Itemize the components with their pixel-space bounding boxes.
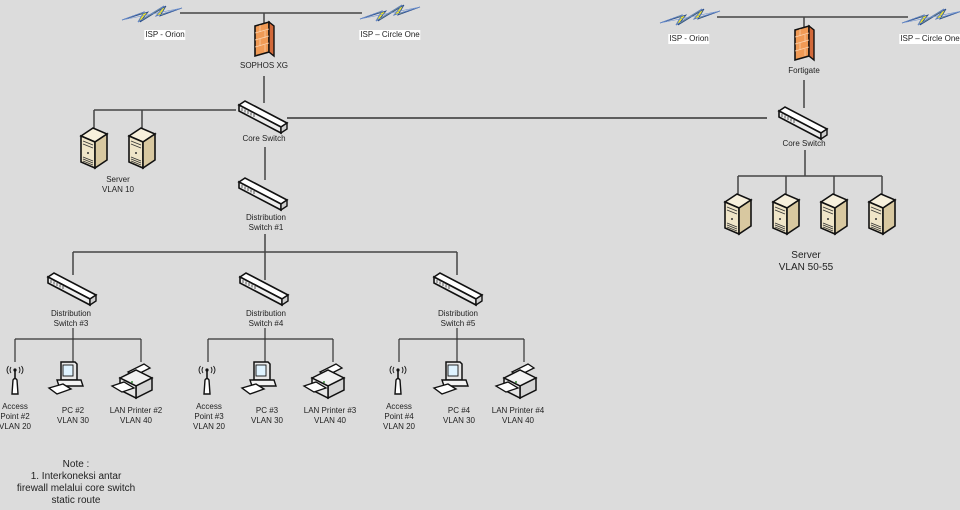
isp-orion-label: ISP - Orion (144, 30, 186, 40)
core-switch-icon[interactable] (238, 100, 288, 134)
distribution-switch-4-label: Distribution Switch #4 (245, 309, 287, 328)
diagram-note: Note : 1. Interkoneksi antar firewall me… (16, 459, 136, 506)
right-isp-circle-one-label: ISP – Circle One (899, 34, 960, 44)
fortigate-firewall-icon (794, 25, 815, 61)
isp-orion-link-icon (121, 5, 183, 23)
access-point-icon (198, 365, 216, 395)
access-point-label: Access Point #2 VLAN 20 (0, 402, 32, 431)
core-switch-label: Core Switch (242, 134, 286, 143)
left-site-links (72, 12, 458, 280)
server-icon (820, 193, 848, 235)
pc-icon (48, 361, 84, 395)
server-icon (724, 193, 752, 235)
isp-circle-one-label: ISP – Circle One (359, 30, 421, 40)
sophos-firewall-icon (254, 21, 275, 57)
access-point-label: Access Point #3 VLAN 20 (192, 402, 226, 431)
distribution-switch-5-icon[interactable] (433, 272, 483, 306)
isp-circle-one-link-icon (359, 4, 421, 22)
printer-icon (111, 363, 153, 399)
distribution-switch-5-label: Distribution Switch #5 (437, 309, 479, 328)
pc-icon (433, 361, 469, 395)
pc-label: PC #2 VLAN 30 (56, 406, 90, 425)
right-core-switch-icon[interactable] (778, 106, 828, 140)
access-point-icon (389, 365, 407, 395)
printer-icon (495, 363, 537, 399)
right-server-vlan-label: Server VLAN 50-55 (778, 250, 834, 273)
distribution-switch-1-icon[interactable] (238, 177, 288, 211)
right-site-links (717, 16, 908, 196)
access-point-label: Access Point #4 VLAN 20 (382, 402, 416, 431)
access-links (14, 328, 525, 365)
access-point-icon (6, 365, 24, 395)
pc-label: PC #3 VLAN 30 (250, 406, 284, 425)
printer-icon (303, 363, 345, 399)
distribution-switch-3-label: Distribution Switch #3 (50, 309, 92, 328)
server-vlan-label: Server VLAN 10 (101, 175, 135, 194)
server-icon (80, 127, 108, 169)
distribution-switch-1-label: Distribution Switch #1 (245, 213, 287, 232)
right-isp-circle-one-link-icon (901, 8, 960, 26)
distribution-switch-3-icon[interactable] (47, 272, 97, 306)
pc-icon (241, 361, 277, 395)
firewall-label: SOPHOS XG (239, 61, 289, 70)
right-isp-orion-label: ISP - Orion (668, 34, 710, 44)
pc-label: PC #4 VLAN 30 (442, 406, 476, 425)
server-icon (128, 127, 156, 169)
printer-label: LAN Printer #2 VLAN 40 (109, 406, 163, 425)
server-icon (772, 193, 800, 235)
printer-label: LAN Printer #3 VLAN 40 (303, 406, 357, 425)
distribution-switch-4-icon[interactable] (239, 272, 289, 306)
server-icon (868, 193, 896, 235)
right-core-switch-label: Core Switch (782, 139, 826, 148)
right-isp-orion-link-icon (659, 8, 721, 26)
fortigate-label: Fortigate (788, 66, 820, 75)
printer-label: LAN Printer #4 VLAN 40 (491, 406, 545, 425)
